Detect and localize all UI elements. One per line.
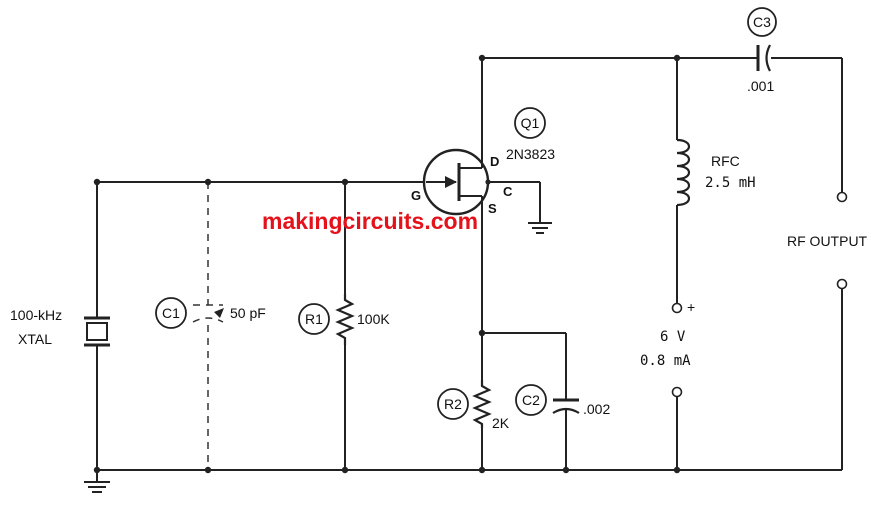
- supply-plus-terminal: [671, 302, 683, 314]
- crystal-xtal: [84, 316, 110, 347]
- junction-dot: [204, 178, 212, 186]
- r2-designator-ring: [437, 388, 469, 420]
- c3-value: .001: [747, 78, 774, 94]
- rf-output-top-terminal: [836, 191, 848, 203]
- main-ground-symbol: [84, 470, 110, 493]
- r2-designator: R2: [444, 396, 462, 412]
- r2-value: 2K: [492, 415, 510, 431]
- c2-designator: C2: [522, 392, 540, 408]
- r1-designator-ring: [298, 303, 330, 335]
- wires: [96, 57, 843, 471]
- q1-case-pin: C: [503, 184, 513, 199]
- junction-dot: [673, 466, 681, 474]
- q1-designator-ring: [514, 107, 546, 139]
- watermark: makingcircuits.com: [262, 208, 478, 234]
- c1-designator: C1: [162, 305, 180, 321]
- case-ground-symbol: [528, 222, 552, 234]
- rfc-inductor: [676, 138, 691, 207]
- c2-capacitor: [552, 398, 580, 414]
- q1-jfet-symbol: [422, 148, 491, 216]
- rf-output-bottom-terminal: [836, 278, 848, 290]
- supply-minus-terminal: [671, 386, 683, 398]
- junction-dot: [341, 466, 349, 474]
- c1-value: 50 pF: [230, 305, 266, 321]
- rfc-value: 2.5 mH: [705, 175, 756, 191]
- junction-dot: [478, 54, 486, 62]
- junction-dot: [204, 466, 212, 474]
- supply-current: 0.8 mA: [640, 353, 691, 369]
- c2-designator-ring: [515, 384, 547, 416]
- q1-designator: Q1: [521, 115, 540, 131]
- supply-voltage: 6 V: [660, 329, 686, 345]
- junction-dot: [478, 466, 486, 474]
- q1-drain-pin: D: [490, 154, 499, 169]
- rf-output-label: RF OUTPUT: [787, 233, 868, 249]
- junction-dot: [673, 54, 681, 62]
- r2-resistor: [472, 380, 492, 428]
- r1-value: 100K: [357, 311, 390, 327]
- c1-capacitor: [192, 304, 224, 323]
- junction-dot: [478, 329, 486, 337]
- junction-dot: [562, 466, 570, 474]
- r1-designator: R1: [305, 311, 323, 327]
- junction-dot: [341, 178, 349, 186]
- c3-designator-ring: [747, 7, 777, 37]
- c2-value: .002: [583, 401, 610, 417]
- xtal-label-line1: 100-kHz: [10, 307, 62, 323]
- c3-capacitor: [756, 44, 771, 72]
- r1-resistor: [335, 294, 355, 345]
- xtal-label-line2: XTAL: [18, 331, 52, 347]
- supply-plus-sign: +: [687, 299, 695, 315]
- junction-dot: [93, 178, 101, 186]
- c3-designator: C3: [753, 14, 771, 30]
- rfc-designator: RFC: [711, 153, 740, 169]
- q1-part-number: 2N3823: [506, 146, 555, 162]
- q1-gate-pin: G: [411, 188, 421, 203]
- q1-source-pin: S: [488, 201, 497, 216]
- junction-dots: [93, 54, 681, 474]
- c1-designator-ring: [155, 297, 187, 329]
